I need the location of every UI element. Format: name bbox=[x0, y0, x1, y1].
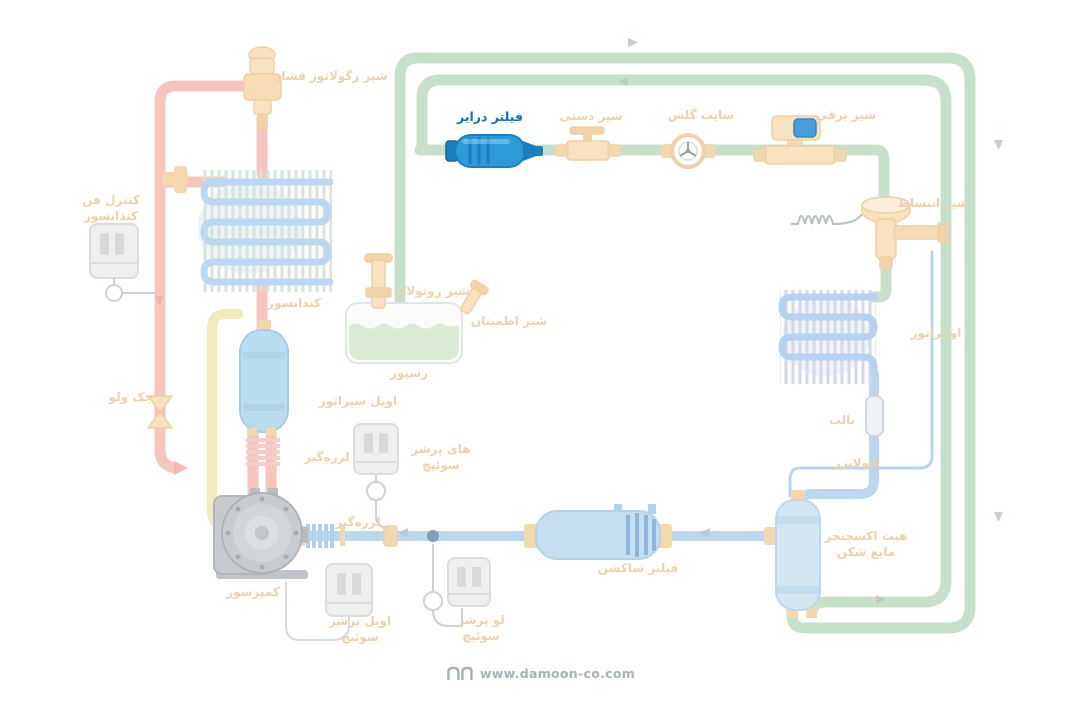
label-vibration-absorber-top: لرزه‌گیر bbox=[304, 450, 350, 464]
flow-arrow bbox=[994, 140, 1003, 150]
flow-arrow bbox=[398, 528, 408, 537]
watermark-link[interactable]: www.damoon-co.com bbox=[446, 666, 635, 681]
receiver-icon bbox=[345, 302, 463, 364]
label-equalizer: اکولایزر bbox=[833, 456, 881, 470]
condenser-coil bbox=[162, 166, 334, 292]
low-pressure-switch-icon bbox=[423, 544, 491, 627]
watermark-text: www.damoon-co.com bbox=[479, 666, 636, 681]
electric-valve-icon bbox=[753, 115, 847, 165]
bypass-pipe bbox=[154, 80, 256, 474]
evaporator-coil bbox=[778, 290, 878, 384]
oil-pressure-switch-icon bbox=[285, 563, 373, 641]
liquid-loop-outer-pipe bbox=[394, 52, 976, 634]
bypass-arrowhead bbox=[174, 461, 188, 475]
bulb-icon bbox=[865, 395, 884, 437]
label-filter-drier[interactable]: فیلتر درایر bbox=[457, 109, 523, 124]
label-safety-valve: شیر اطمینان bbox=[470, 314, 548, 328]
label-sight-glass: سایت گلس bbox=[667, 108, 735, 122]
flow-arrow bbox=[994, 512, 1003, 522]
label-bulb: بالب bbox=[828, 413, 856, 427]
check-valve-icon bbox=[146, 395, 174, 429]
label-heat-exchanger: هیت اکسچنجر مایع شکن bbox=[824, 529, 908, 559]
equalizer-line bbox=[788, 250, 934, 498]
label-suction-filter: فیلتر ساکشن bbox=[597, 561, 679, 575]
expansion-outlet-pipe bbox=[868, 254, 892, 303]
label-high-pressure-switch: های پرشر سوئیچ bbox=[411, 442, 471, 472]
safety-valve-icon bbox=[460, 279, 489, 315]
label-electric-valve: شیر برقی bbox=[815, 108, 877, 122]
high-pressure-switch-icon bbox=[353, 423, 399, 529]
lp-tap-fitting-icon bbox=[427, 530, 439, 542]
label-condenser: کندانسور bbox=[266, 296, 322, 310]
capillary-coil-icon bbox=[791, 213, 863, 226]
compressor-icon bbox=[213, 488, 308, 579]
sight-glass-icon bbox=[662, 133, 715, 169]
oil-separator-icon bbox=[239, 320, 289, 436]
flow-arrow bbox=[155, 296, 164, 306]
suction-fitting-icon bbox=[383, 525, 439, 547]
label-low-pressure-switch: لو پرشر سوئیچ bbox=[457, 613, 505, 643]
evaporator-outlet-pipe bbox=[793, 369, 879, 519]
expansion-valve-icon bbox=[861, 196, 949, 270]
label-expansion-valve: شیر انبساط bbox=[897, 196, 969, 210]
label-oil-pressure-switch: اویل پرشر سوئیچ bbox=[328, 614, 392, 644]
label-oil-separator: اویل سپراتور bbox=[318, 394, 398, 408]
flow-arrow bbox=[876, 595, 886, 604]
label-manual-valve: شیر دستی bbox=[559, 109, 623, 123]
pressure-regulator-icon bbox=[243, 46, 282, 131]
label-vibration-absorber-bottom: لرزه‌گیر bbox=[335, 515, 381, 529]
manual-valve-icon bbox=[555, 126, 621, 161]
liquid-loop-inner-pipe bbox=[416, 74, 952, 618]
flow-arrow bbox=[628, 38, 638, 47]
fan-control-icon bbox=[89, 223, 158, 302]
flow-arrow bbox=[700, 528, 710, 537]
rotolock-valve-icon bbox=[364, 253, 393, 309]
label-compressor: کمپرسور bbox=[226, 585, 280, 599]
label-receiver: رسیور bbox=[389, 366, 429, 380]
label-check-valve: چک ولو bbox=[108, 390, 154, 404]
vibration-absorber-top-icon bbox=[246, 438, 280, 466]
label-rotolock-valve: شیر روتولاک bbox=[394, 284, 470, 298]
filter-drier-icon[interactable] bbox=[445, 134, 543, 168]
heat-exchanger-icon bbox=[764, 490, 821, 618]
suction-filter-icon bbox=[524, 504, 672, 560]
label-fan-control: کنترل فن کندانسور bbox=[82, 193, 140, 223]
flow-arrow bbox=[618, 77, 628, 86]
label-evaporator: اواپراتور bbox=[910, 326, 962, 340]
liquid-line-pipe bbox=[414, 144, 890, 206]
label-pressure-regulator: شیر رگولاتور فشار bbox=[274, 69, 388, 83]
flow-arrows bbox=[155, 38, 1003, 604]
damoon-logo-icon bbox=[446, 666, 473, 680]
